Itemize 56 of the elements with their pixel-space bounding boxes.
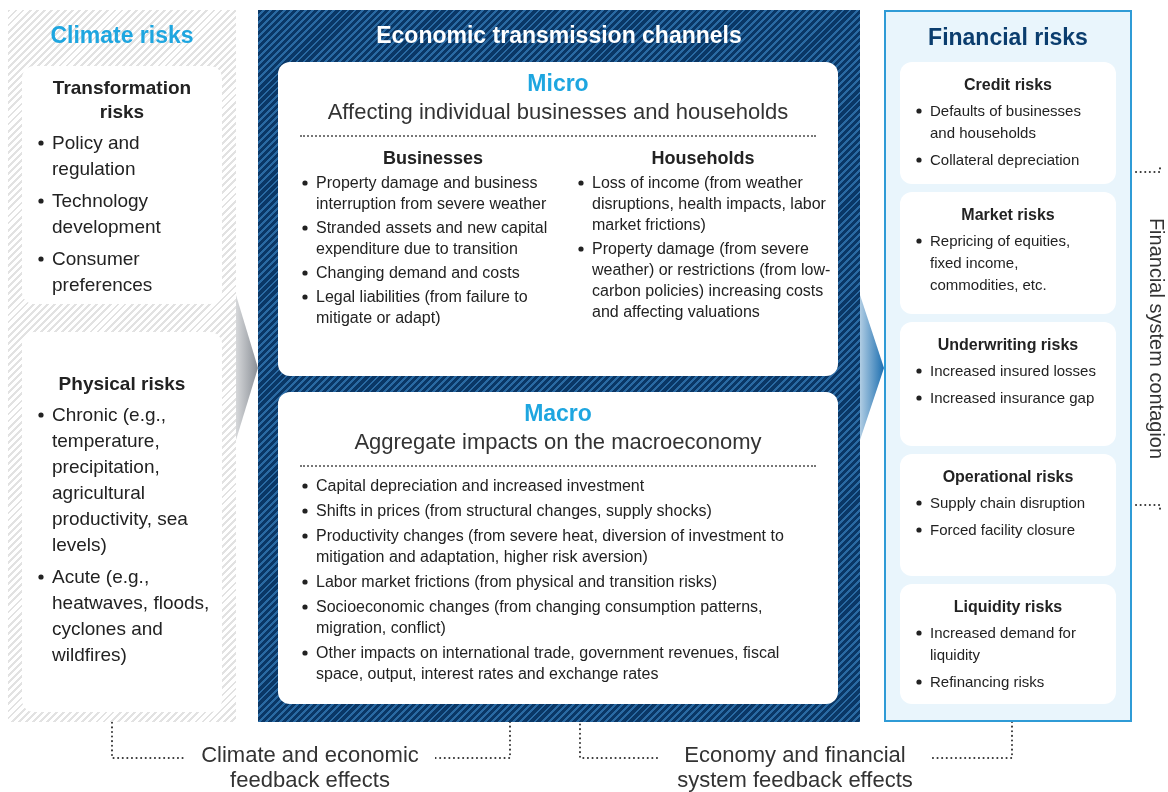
panel-title: Climate risks [49, 22, 195, 49]
risk-card [22, 332, 222, 712]
risk-card [900, 322, 1116, 446]
bullet-text: Defaults of businesses and households [930, 102, 1081, 141]
card-subtitle: Affecting individual businesses and households [326, 99, 790, 125]
risk-card [900, 192, 1116, 314]
card-heading: Micro [526, 70, 590, 97]
bullet-text: Chronic (e.g., temperature, precipitation, agricultural productivity, sea levels) [52, 404, 188, 555]
bullet-text: Property damage and business interruption from severe weather [316, 174, 547, 212]
bullet-text: Refinancing risks [930, 673, 1045, 690]
card-heading: Underwriting risks [936, 335, 1080, 355]
panel-title: Economic transmission channels [375, 22, 743, 49]
card-heading: Physical risks [57, 372, 187, 396]
card-heading: Macro [523, 400, 593, 427]
card-subtitle: Aggregate impacts on the macroeconomy [353, 429, 763, 455]
bullet-text: Capital depreciation and increased investment [316, 477, 645, 494]
bullet-text: Increased insured losses [930, 362, 1096, 379]
bullet-text: Consumer preferences [52, 248, 153, 295]
bullet-text: Shifts in prices (from structural changes, supply shocks) [316, 502, 712, 519]
card-heading: Operational risks [941, 467, 1075, 487]
chevron-arrow [860, 295, 884, 440]
bullet-text: Acute (e.g., heatwaves, floods, cyclones and wildfires) [52, 566, 210, 665]
bullet-text: Supply chain disruption [930, 494, 1086, 511]
bullet-text: Legal liabilities (from failure to mitigate or adapt) [316, 288, 528, 326]
channel-card [278, 392, 838, 704]
bullet-text: Repricing of equities, fixed income, commodities, etc. [930, 232, 1071, 293]
channel-card [278, 62, 838, 376]
bullet-text: Increased insurance gap [930, 389, 1095, 406]
column-heading: Businesses [381, 148, 485, 169]
bullet-text: Other impacts on international trade, government revenues, fiscal space, output, interest rates and exchange rates [316, 644, 780, 682]
bullet-text: Increased demand for liquidity [930, 624, 1076, 663]
bullet-text: Productivity changes (from severe heat, diversion of investment to mitigation and adaptation, higher risk aversion) [316, 527, 784, 565]
bullet-text: Policy and regulation [52, 132, 140, 179]
bullet-text: Changing demand and costs [316, 264, 520, 281]
card-heading: Transformation risks [51, 76, 193, 124]
column-panel [884, 10, 1132, 722]
bullet-text: Loss of income (from weather disruptions, health impacts, labor market frictions) [592, 174, 826, 233]
card-heading: Credit risks [962, 75, 1053, 95]
bullet-text: Property damage (from severe weather) or restrictions (from low-carbon policies) increasing costs and affecting valuations [592, 240, 831, 320]
bullet-text: Technology development [52, 190, 161, 237]
column-panel [258, 10, 860, 722]
bullet-text: Collateral depreciation [930, 151, 1080, 168]
card-heading: Market risks [960, 205, 1056, 225]
bullet-text: Labor market frictions (from physical and transition risks) [316, 573, 718, 590]
card-heading: Liquidity risks [952, 597, 1064, 617]
bullet-text: Forced facility closure [930, 521, 1076, 538]
column-heading: Households [650, 148, 756, 169]
bullet-text: Socioeconomic changes (from changing consumption patterns, migration, conflict) [316, 598, 763, 636]
risk-card [900, 454, 1116, 576]
side-label: Financial system contagion [1144, 217, 1168, 459]
risk-card [900, 584, 1116, 704]
chevron-arrow [236, 295, 258, 440]
risk-card [22, 66, 222, 304]
bullet-text: Stranded assets and new capital expenditure due to transition [316, 219, 548, 257]
panel-title: Financial risks [927, 24, 1089, 51]
risk-card [900, 62, 1116, 184]
